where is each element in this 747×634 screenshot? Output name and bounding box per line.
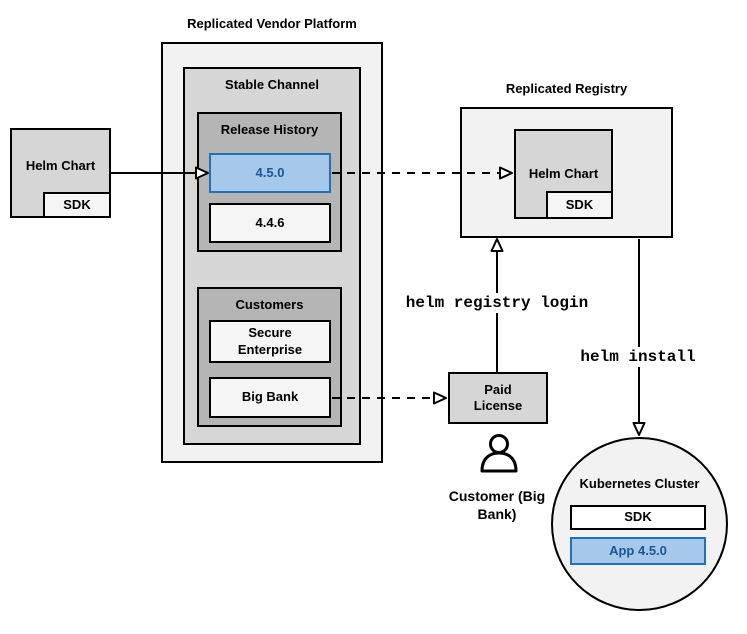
kubernetes-sdk-label: SDK	[624, 509, 652, 525]
cmd-helm-install: helm install	[575, 347, 701, 367]
source-sdk-box: SDK	[43, 192, 111, 218]
customer-big-bank-box: Big Bank	[209, 377, 331, 418]
customer-secure-enterprise-label: Secure Enterprise	[237, 325, 303, 357]
paid-license-label: Paid License	[473, 381, 523, 413]
release-4-5-0-label: 4.5.0	[255, 164, 285, 180]
release-4-4-6-box: 4.4.6	[209, 203, 331, 243]
arrow-registry-to-cluster	[632, 239, 646, 436]
customers-label: Customers	[235, 297, 304, 312]
kubernetes-app-label: App 4.5.0	[609, 542, 667, 558]
customer-big-bank-label: Big Bank	[241, 389, 299, 405]
registry-sdk-box: SDK	[546, 191, 613, 219]
release-history-label: Release History	[220, 122, 319, 137]
kubernetes-app-box: App 4.5.0	[570, 537, 706, 565]
kubernetes-sdk-box: SDK	[570, 505, 706, 530]
stable-channel-label: Stable Channel	[225, 77, 319, 92]
person-icon	[480, 434, 518, 473]
registry-helm-chart-label: Helm Chart	[528, 165, 599, 181]
customer-actor-label: Customer (Big Bank)	[448, 488, 546, 523]
paid-license-box: Paid License	[448, 372, 548, 424]
release-4-4-6-label: 4.4.6	[255, 214, 285, 230]
release-4-5-0-box: 4.5.0	[209, 153, 331, 193]
vendor-platform-title: Replicated Vendor Platform	[187, 16, 357, 31]
registry-title: Replicated Registry	[505, 81, 628, 96]
source-helm-chart-label: Helm Chart	[25, 157, 96, 173]
source-sdk-label: SDK	[63, 196, 91, 212]
registry-sdk-label: SDK	[565, 196, 594, 212]
customer-secure-enterprise-box: Secure Enterprise	[209, 320, 331, 363]
cmd-helm-registry-login: helm registry login	[400, 293, 594, 313]
kubernetes-cluster-label: Kubernetes Cluster	[579, 476, 700, 491]
